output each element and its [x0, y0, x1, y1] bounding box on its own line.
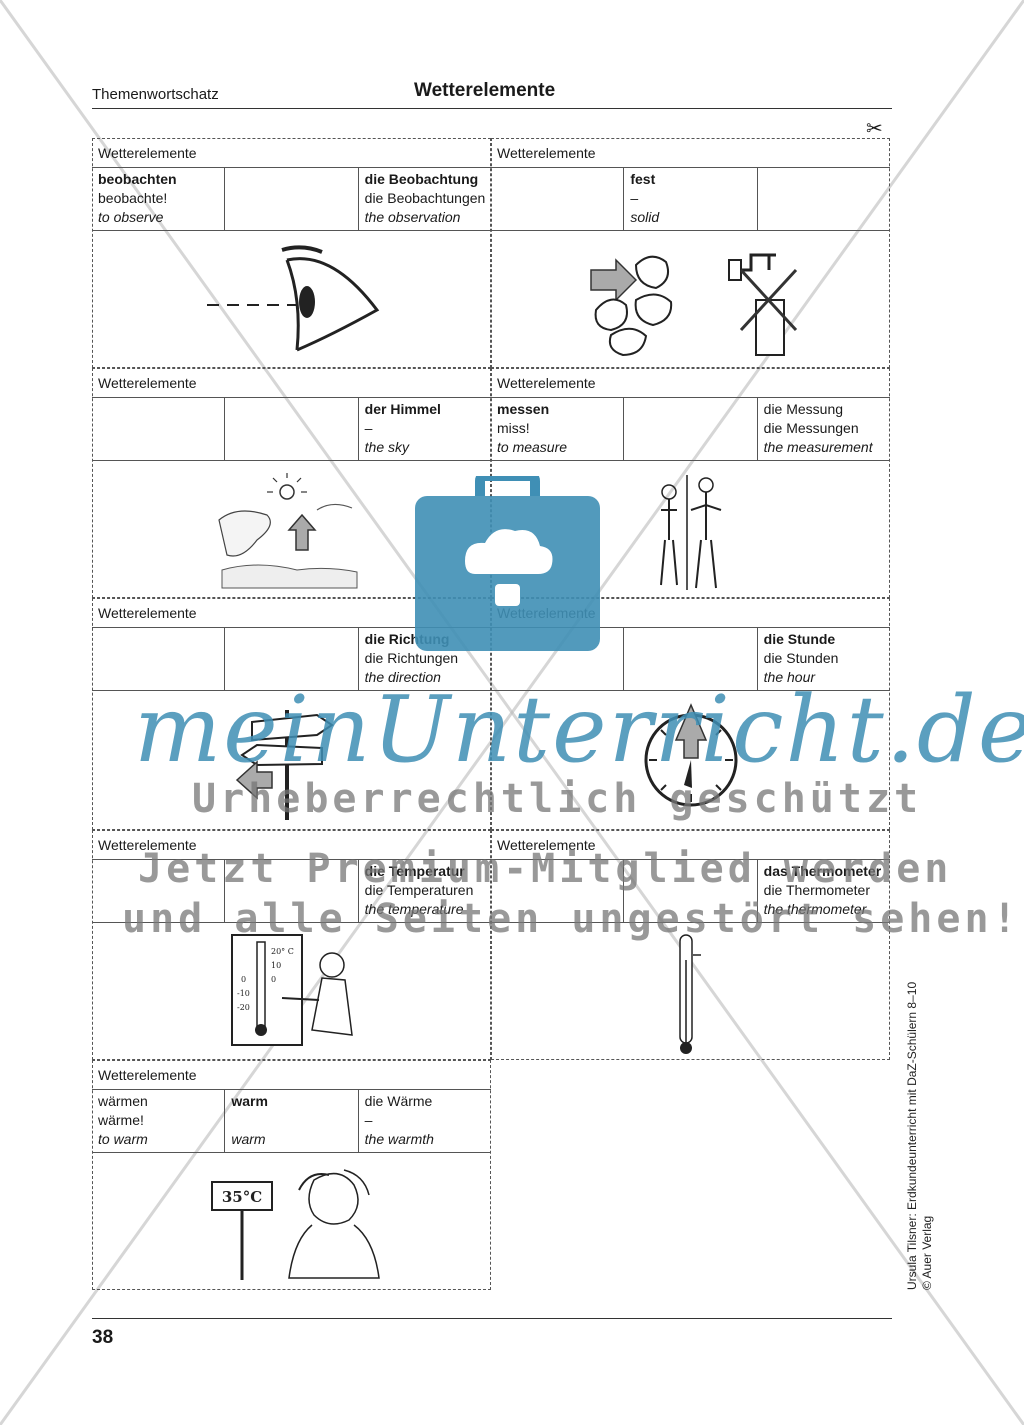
card-illustration — [92, 460, 491, 598]
watermark-line: Jetzt Premium-Mitglied werden — [138, 846, 953, 892]
word-cell — [225, 168, 359, 230]
card-category: Wetterelemente — [92, 830, 491, 860]
thermometer-board-icon: 20° C 10 0 0 -10 -20 — [231, 934, 353, 1046]
ice-cubes-icon — [590, 255, 673, 357]
word-cell: der Himmel–the sky — [364, 401, 441, 455]
sky-landscape-icon — [218, 473, 358, 589]
card-category: Wetterelemente — [491, 368, 890, 398]
card-illustration — [92, 690, 491, 830]
card-illustration — [491, 460, 890, 598]
word-cell: die Wärme –the warmth — [364, 1093, 434, 1147]
scale-label: 10 — [271, 961, 281, 970]
side-credit: Ursula Tilsner: Erdkundeunterricht mit D… — [905, 981, 934, 1290]
glass-tap-icon — [728, 253, 798, 356]
card-illustration: 20° C 10 0 0 -10 -20 — [92, 922, 491, 1060]
word-cell: fest–solid — [624, 168, 758, 230]
card-word-row: der Himmel–the sky — [92, 398, 491, 461]
hot-weather-icon: 35°C — [211, 1169, 380, 1280]
word-cell — [491, 860, 625, 922]
signpost-icon — [235, 710, 334, 820]
scale-label: 20° C — [271, 947, 294, 956]
word-cell — [225, 398, 359, 460]
word-cell — [225, 628, 359, 690]
word-cell — [491, 168, 625, 230]
word-cell — [624, 398, 758, 460]
word-cell — [92, 398, 226, 460]
watermark-line: und alle Seiten ungestört sehen! — [122, 896, 1021, 942]
word-cell — [624, 860, 758, 922]
card-illustration — [491, 922, 890, 1060]
word-cell — [624, 628, 758, 690]
card-illustration — [92, 230, 491, 368]
thermometer-icon — [679, 934, 701, 1054]
page-number: 38 — [92, 1327, 114, 1348]
word-cell — [92, 628, 226, 690]
card-illustration — [491, 690, 890, 830]
card-category: Wetterelemente — [92, 1060, 491, 1090]
card-category: Wetterelemente — [491, 830, 890, 860]
word-cell — [491, 628, 625, 690]
card-illustration: 35°C — [92, 1152, 491, 1290]
scissors-icon: ✂ — [866, 118, 883, 140]
card-illustration — [491, 230, 890, 368]
watermark-brand: meinUnterricht.de — [134, 676, 1024, 783]
clock-icon — [644, 703, 738, 807]
card-word-row: fest–solid — [491, 168, 890, 231]
scale-label: 0 — [271, 975, 276, 984]
page-title: Wetterelemente — [414, 80, 556, 101]
scale-label: -10 — [237, 989, 250, 998]
word-cell: wärmen wärme!to warm — [92, 1090, 226, 1152]
scale-label: 0 — [241, 975, 246, 984]
scale-label: -20 — [237, 1003, 250, 1012]
card-category: Wetterelemente — [92, 598, 491, 628]
vocab-card: Wetterelemente wärmen wärme!to warm warm… — [92, 1060, 491, 1290]
vocab-card: Wetterelemente fest–solid — [491, 138, 890, 368]
card-category: Wetterelemente — [491, 138, 890, 168]
footer-rule — [92, 1318, 892, 1319]
word-cell: warm warm — [225, 1090, 359, 1152]
watermark-briefcase-icon — [415, 476, 600, 651]
section-label: Themenwortschatz — [92, 86, 219, 103]
watermark-line: Urheberrechtlich geschützt — [192, 776, 923, 822]
eye-icon — [207, 245, 380, 352]
people-measuring-icon — [660, 475, 722, 590]
word-cell — [758, 168, 890, 230]
card-category: Wetterelemente — [92, 368, 491, 398]
word-cell — [225, 860, 359, 922]
word-cell — [92, 860, 226, 922]
temperature-sign-text: 35°C — [222, 1188, 262, 1206]
card-word-row: wärmen wärme!to warm warm warm die Wärme… — [92, 1090, 491, 1153]
card-category: Wetterelemente — [92, 138, 491, 168]
header-rule — [92, 108, 892, 109]
